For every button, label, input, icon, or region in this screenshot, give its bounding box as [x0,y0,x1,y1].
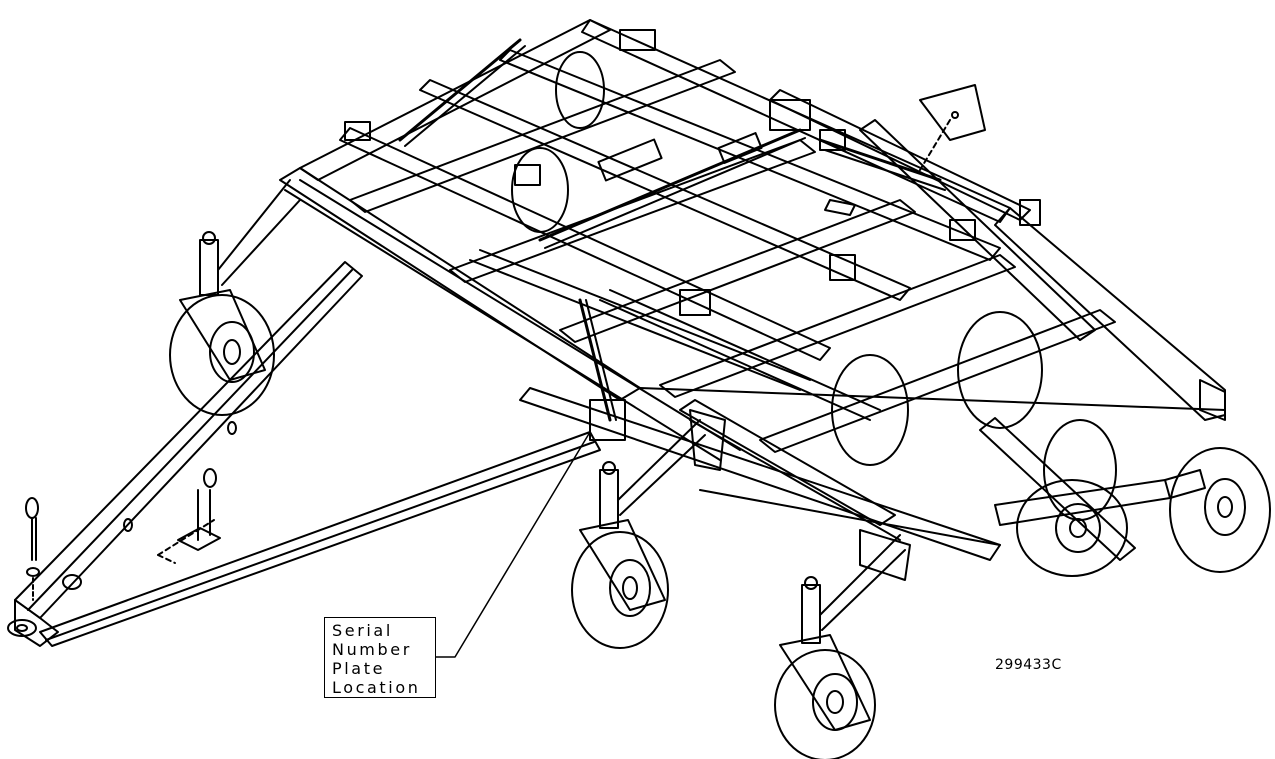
hydraulic-cylinders [398,38,946,422]
wheel-front-mid [571,419,706,649]
callout-leader [435,431,591,658]
callout-line-4: Location [332,678,421,697]
wheel-rear-right-2 [1169,447,1271,573]
callout-line-3: Plate [332,659,386,678]
drawing-part-number: 299433C [995,657,1062,673]
callout-line-2: Number [332,640,412,659]
wheel-rear-right-1 [1016,479,1128,577]
serial-number-callout: Serial Number Plate Location [324,617,436,698]
wheel-front-right [774,534,906,759]
rear-axle [994,379,1226,526]
disc-gangs [511,51,1136,561]
hitch-tongue [7,261,601,647]
main-frame [279,19,1226,561]
wheel-left [169,179,301,416]
callout-line-1: Serial [332,621,393,640]
